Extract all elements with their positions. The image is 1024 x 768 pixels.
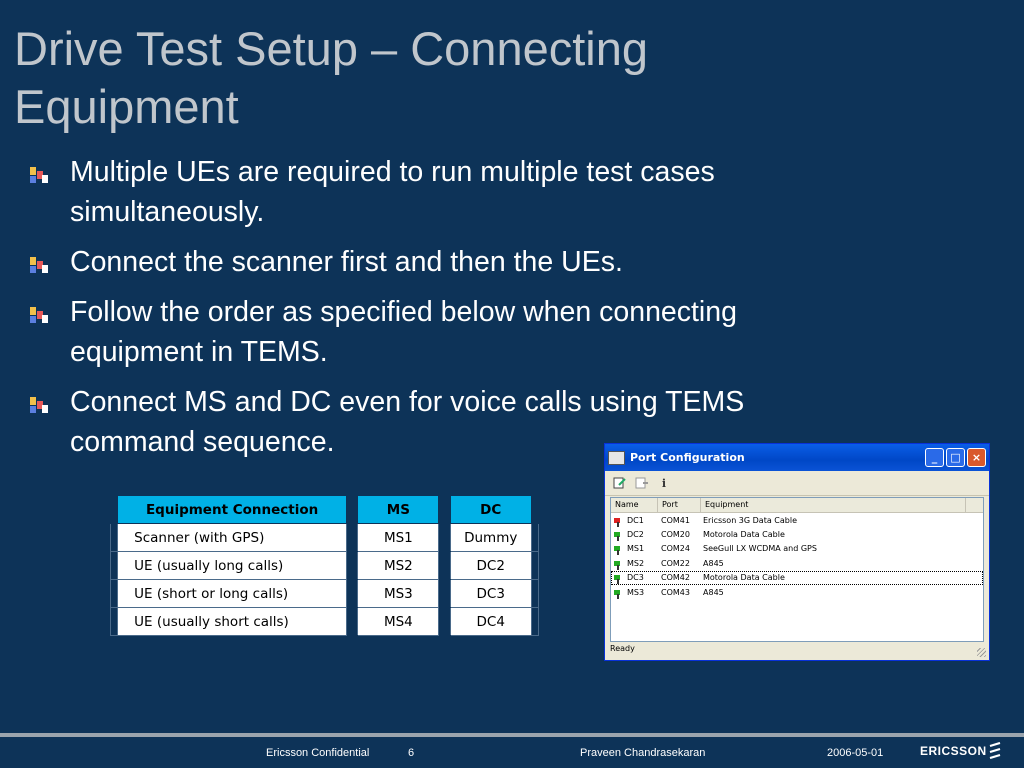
window-app-icon: [608, 450, 625, 465]
port-com: COM41: [661, 515, 690, 525]
resize-grip-icon[interactable]: [977, 648, 986, 657]
list-item[interactable]: MS1 COM24 SeeGull LX WCDMA and GPS: [611, 542, 983, 556]
port-com: COM43: [661, 587, 690, 597]
port-name: MS1: [627, 544, 645, 554]
cell-equipment: Scanner (with GPS): [117, 523, 348, 552]
port-list-header: Name Port Equipment: [611, 498, 983, 513]
plug-connected-icon: [614, 532, 620, 542]
add-port-icon[interactable]: [633, 474, 651, 492]
cell-equipment: UE (short or long calls): [117, 579, 348, 608]
table-row: UE (usually long calls) MS2 DC2: [109, 551, 540, 580]
port-com: COM42: [661, 573, 690, 583]
bullet-item: Multiple UEs are required to run multipl…: [28, 152, 928, 232]
table-header-row: Equipment Connection MS DC: [109, 495, 540, 524]
title-line-2: Equipment: [14, 80, 239, 133]
header-equipment-connection: Equipment Connection: [117, 495, 348, 524]
table-row: Scanner (with GPS) MS1 Dummy: [109, 523, 540, 552]
bullet-text-line: equipment in TEMS.: [70, 336, 328, 368]
title-line-1: Drive Test Setup – Connecting: [14, 22, 648, 75]
cell-dc: Dummy: [449, 523, 532, 552]
port-com: COM22: [661, 558, 690, 568]
ericsson-logo-text: ERICSSON: [920, 744, 987, 758]
cell-ms: MS1: [357, 523, 440, 552]
port-equipment: A845: [703, 587, 724, 597]
bullet-text-line: Follow the order as specified below when…: [70, 296, 737, 328]
plug-connected-icon: [614, 546, 620, 556]
port-equipment: SeeGull LX WCDMA and GPS: [703, 544, 817, 554]
ericsson-logo-icon: [989, 742, 1001, 759]
port-name: MS3: [627, 587, 645, 597]
cell-ms: MS4: [357, 607, 440, 636]
bullet-item: Connect the scanner first and then the U…: [28, 242, 928, 282]
list-item[interactable]: MS2 COM22 A845: [611, 556, 983, 570]
cell-dc: DC2: [449, 551, 532, 580]
footer-author: Praveen Chandrasekaran: [580, 747, 706, 759]
status-bar-text: Ready: [610, 644, 635, 653]
cell-equipment: UE (usually long calls): [117, 551, 348, 580]
bullet-icon: [30, 167, 48, 183]
list-item[interactable]: DC2 COM20 Motorola Data Cable: [611, 527, 983, 542]
slide-title: Drive Test Setup – Connecting Equipment: [14, 20, 1014, 136]
bullet-item: Follow the order as specified below when…: [28, 292, 928, 372]
equipment-table: Equipment Connection MS DC Scanner (with…: [109, 495, 540, 636]
plug-connected-icon: [614, 575, 620, 585]
window-toolbar: i: [605, 471, 989, 496]
footer-page-number: 6: [408, 747, 415, 759]
port-list[interactable]: Name Port Equipment DC1 COM41 Ericsson 3…: [610, 497, 984, 642]
window-title: Port Configuration: [630, 451, 745, 464]
footer-date: 2006-05-01: [827, 747, 884, 759]
bullet-text-line: simultaneously.: [70, 196, 265, 228]
footer-divider: [0, 733, 1024, 737]
list-item[interactable]: DC3 COM42 Motorola Data Cable: [611, 570, 983, 585]
bullet-list: Multiple UEs are required to run multipl…: [28, 152, 928, 472]
column-equipment[interactable]: Equipment: [701, 498, 966, 512]
port-name: DC1: [627, 515, 644, 525]
list-item[interactable]: DC1 COM41 Ericsson 3G Data Cable: [611, 513, 983, 527]
plug-disconnected-icon: [614, 517, 620, 527]
table-row: UE (short or long calls) MS3 DC3: [109, 579, 540, 608]
close-button[interactable]: ×: [967, 448, 986, 467]
header-ms: MS: [357, 495, 440, 524]
bullet-text-line: Multiple UEs are required to run multipl…: [70, 156, 715, 188]
header-dc: DC: [449, 495, 532, 524]
port-name: DC3: [627, 573, 644, 583]
table-row: UE (usually short calls) MS4 DC4: [109, 607, 540, 636]
port-equipment: Motorola Data Cable: [703, 530, 785, 540]
cell-ms: MS3: [357, 579, 440, 608]
port-name: MS2: [627, 558, 645, 568]
port-com: COM20: [661, 530, 690, 540]
port-equipment: Motorola Data Cable: [703, 573, 785, 583]
bullet-text-line: Connect MS and DC even for voice calls u…: [70, 386, 745, 418]
port-com: COM24: [661, 544, 690, 554]
plug-connected-icon: [614, 589, 620, 599]
cell-equipment: UE (usually short calls): [117, 607, 348, 636]
bullet-icon: [30, 307, 48, 323]
footer-confidential: Ericsson Confidential: [266, 747, 370, 759]
cell-dc: DC4: [449, 607, 532, 636]
bullet-item: Connect MS and DC even for voice calls u…: [28, 382, 928, 462]
port-equipment: A845: [703, 558, 724, 568]
cell-ms: MS2: [357, 551, 440, 580]
maximize-button[interactable]: □: [946, 448, 965, 467]
list-item[interactable]: MS3 COM43 A845: [611, 585, 983, 599]
bullet-icon: [30, 397, 48, 413]
minimize-button[interactable]: _: [925, 448, 944, 467]
port-name: DC2: [627, 530, 644, 540]
column-port[interactable]: Port: [658, 498, 701, 512]
port-equipment: Ericsson 3G Data Cable: [703, 515, 797, 525]
info-icon[interactable]: i: [661, 476, 667, 490]
plug-connected-icon: [614, 560, 620, 570]
cell-dc: DC3: [449, 579, 532, 608]
column-name[interactable]: Name: [611, 498, 658, 512]
port-configuration-window: Port Configuration _ □ × i Name Port Equ…: [604, 443, 990, 661]
window-titlebar[interactable]: Port Configuration _ □ ×: [605, 444, 989, 471]
bullet-icon: [30, 257, 48, 273]
bullet-text-line: Connect the scanner first and then the U…: [70, 246, 623, 278]
bullet-text-line: command sequence.: [70, 426, 335, 458]
edit-port-icon[interactable]: [611, 474, 629, 492]
